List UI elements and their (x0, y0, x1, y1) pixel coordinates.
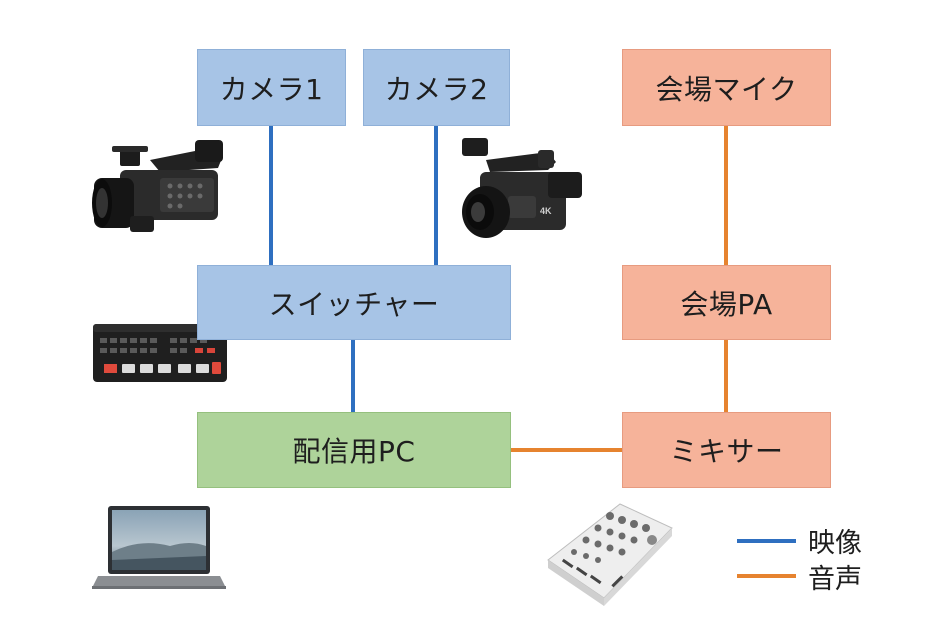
switcher-node: スイッチャー (197, 265, 511, 340)
laptop-icon (92, 506, 226, 589)
mixer-node: ミキサー (622, 412, 831, 488)
camera2-node: カメラ2 (363, 49, 510, 126)
switcher-device-icon (93, 324, 227, 382)
camcorder-icon (92, 140, 223, 232)
streaming-pc-node: 配信用PC (197, 412, 511, 488)
audio-mixer-icon (547, 503, 673, 606)
svg-text:4K: 4K (540, 206, 552, 216)
venue-mic-label: 会場マイク (655, 72, 798, 106)
venue-pa-node: 会場PA (622, 265, 831, 340)
legend-video-label: 映像 (808, 528, 862, 559)
switcher-label: スイッチャー (268, 287, 440, 321)
legend-audio-label: 音声 (808, 564, 862, 595)
mixer-label: ミキサー (669, 435, 784, 468)
streaming-pc-label: 配信用PC (292, 435, 416, 468)
camcorder-4k-icon: 4K (462, 138, 582, 238)
venue-pa-label: 会場PA (680, 287, 773, 321)
camera2-label: カメラ2 (384, 72, 489, 106)
venue-mic-node: 会場マイク (622, 49, 831, 126)
camera1-node: カメラ1 (197, 49, 346, 126)
camera1-label: カメラ1 (219, 72, 324, 106)
